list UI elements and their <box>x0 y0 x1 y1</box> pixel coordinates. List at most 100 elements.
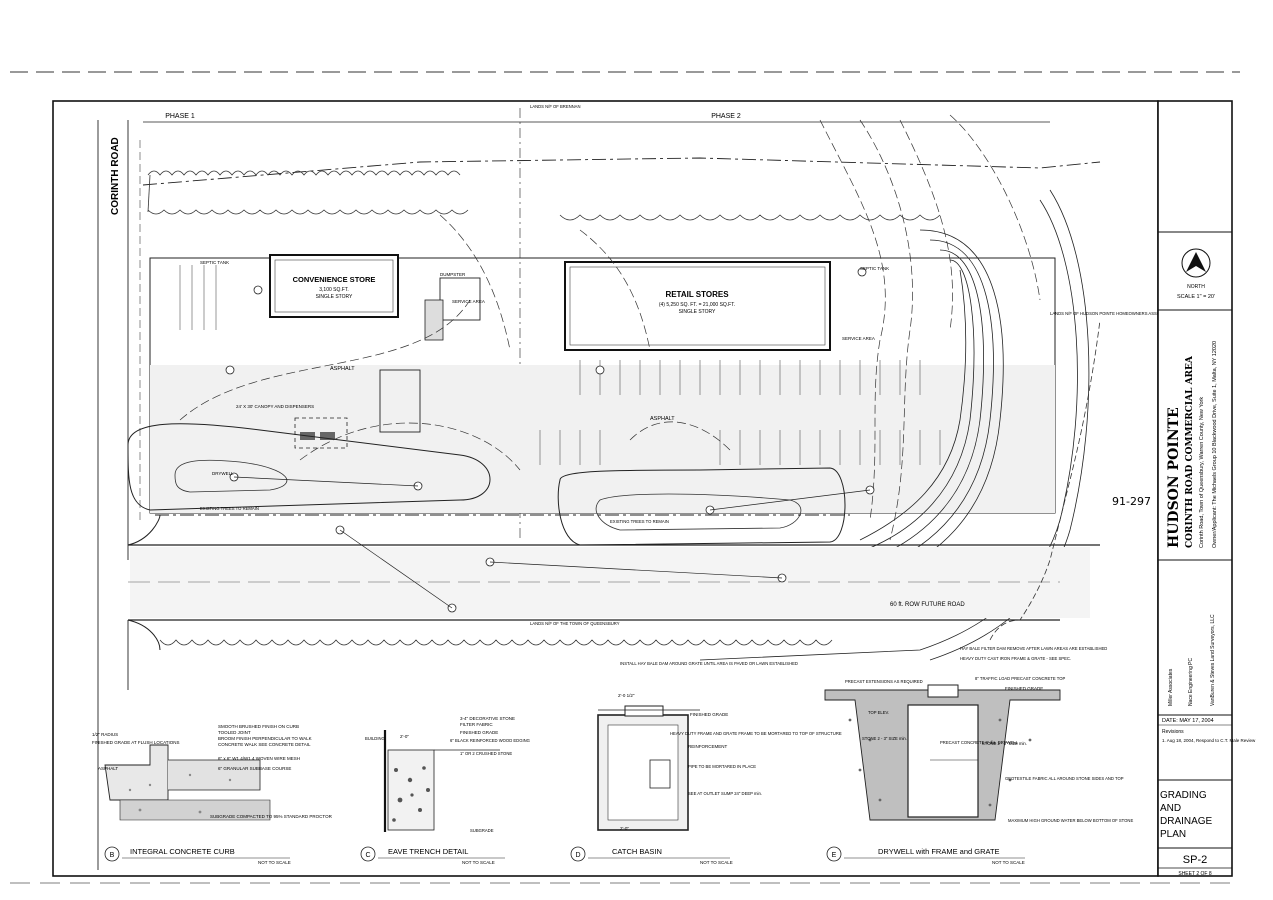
canopy-label: 24' X 30' CANOPY AND DISPENSERS <box>236 404 314 409</box>
svg-text:NOT TO SCALE: NOT TO SCALE <box>992 860 1025 865</box>
consultant-1: Miller Associates <box>1168 668 1174 706</box>
asphalt-label-2: ASPHALT <box>650 416 675 422</box>
septic-tank-label: SEPTIC TANK <box>860 266 889 271</box>
future-road-label: 60 ft. ROW FUTURE ROAD <box>890 602 965 608</box>
retail-stores-area: (4) 5,250 SQ. FT. = 21,000 SQ.FT. <box>659 302 735 308</box>
dumpster-label: DUMPSTER <box>440 272 466 277</box>
revision-1: 1. Aug 18, 2004, Respond to C.T. Male Re… <box>1162 738 1256 743</box>
svg-text:NOT TO SCALE: NOT TO SCALE <box>462 860 495 865</box>
retail-stores-label: RETAIL STORES <box>665 290 729 299</box>
svg-text:CONCRETE WALK SEE CONCRETE DET: CONCRETE WALK SEE CONCRETE DETAIL <box>218 742 311 747</box>
phase-1-label: PHASE 1 <box>165 113 195 120</box>
project-location: Corinth Road, Town of Queensbury, Warren… <box>1199 397 1205 548</box>
sheet-title-line-4: PLAN <box>1160 829 1186 840</box>
drywell-label: DRYWELL <box>212 471 234 476</box>
title-block: NORTH SCALE 1" = 20' HUDSON POINTE CORIN… <box>1157 100 1256 877</box>
septic-tank-label-2: SEPTIC TANK <box>200 260 229 265</box>
consultant-3: VanBuren & Steves Land Surveyors, LLC <box>1210 614 1216 706</box>
svg-text:1/2" RADIUS: 1/2" RADIUS <box>92 732 118 737</box>
svg-text:HEAVY DUTY FRAME AND GRATE FRA: HEAVY DUTY FRAME AND GRATE FRAME TO BE M… <box>670 731 842 736</box>
svg-text:8" TRAFFIC LOAD PRECAST CONCRE: 8" TRAFFIC LOAD PRECAST CONCRETE TOP <box>975 676 1066 681</box>
project-subtitle: CORINTH ROAD COMMERCIAL AREA <box>1185 355 1195 548</box>
svg-text:NOT TO SCALE: NOT TO SCALE <box>700 860 733 865</box>
handwritten-note: 91-297 <box>1112 495 1151 508</box>
detail-c-eave-trench: BUILDING 2'-0" SUBGRADE 3-4" DECORATIVE … <box>360 716 530 865</box>
detail-c-title: EAVE TRENCH DETAIL <box>388 847 468 856</box>
svg-text:BUILDING: BUILDING <box>365 736 385 741</box>
sheet-number: SP-2 <box>1183 854 1207 866</box>
svg-text:HEAVY DUTY CAST IRON FRAME & G: HEAVY DUTY CAST IRON FRAME & GRATE - SEE… <box>960 656 1071 661</box>
svg-text:HAY BALE FILTER DAM REMOVE AFT: HAY BALE FILTER DAM REMOVE AFTER LAWN AR… <box>960 646 1107 651</box>
svg-text:GEOTEXTILE FABRIC ALL AROUND S: GEOTEXTILE FABRIC ALL AROUND STONE SIDES… <box>1005 776 1124 781</box>
svg-text:2'-0": 2'-0" <box>620 826 629 831</box>
detail-d-title: CATCH BASIN <box>612 847 662 856</box>
svg-text:STONE 2 - 3" SIZE min.: STONE 2 - 3" SIZE min. <box>982 741 1027 746</box>
svg-text:B: B <box>110 852 115 859</box>
svg-text:ASPHALT: ASPHALT <box>98 766 118 771</box>
convenience-store-footprint <box>269 254 399 318</box>
svg-text:PRECAST EXTENSIONS AS REQUIRED: PRECAST EXTENSIONS AS REQUIRED <box>845 679 923 684</box>
svg-text:SUBGRADE COMPACTED TO 95% STAN: SUBGRADE COMPACTED TO 95% STANDARD PROCT… <box>210 814 333 819</box>
svg-text:INSTALL HAY BALE DAM AROUND GR: INSTALL HAY BALE DAM AROUND GRATE UNTIL … <box>620 661 798 666</box>
sheet-of: SHEET 2 OF 8 <box>1178 871 1211 877</box>
svg-text:C: C <box>365 852 370 859</box>
svg-text:SMOOTH BRUSHED FINISH ON CURB: SMOOTH BRUSHED FINISH ON CURB <box>218 724 299 729</box>
svg-text:FINISHED GRADE AT FLUSH LOCATI: FINISHED GRADE AT FLUSH LOCATIONS <box>92 740 180 745</box>
svg-text:REINFORCEMENT: REINFORCEMENT <box>688 744 728 749</box>
svg-text:NOT TO SCALE: NOT TO SCALE <box>258 860 291 865</box>
detail-e-drywell: HAY BALE FILTER DAM REMOVE AFTER LAWN AR… <box>824 646 1133 865</box>
svg-text:STONE 2 - 3" SIZE min.: STONE 2 - 3" SIZE min. <box>862 736 907 741</box>
date-label: DATE: MAY 17, 2004 <box>1162 718 1214 724</box>
detail-e-title: DRYWELL with FRAME and GRATE <box>878 847 1000 856</box>
svg-text:PRECAST CONCRETE 8' dia. DRYWE: PRECAST CONCRETE 8' dia. DRYWELL <box>940 740 1019 745</box>
north-label: NORTH <box>1187 284 1205 290</box>
svg-text:FILTER FABRIC: FILTER FABRIC <box>460 722 493 727</box>
service-area-label: SERVICE AREA <box>452 299 485 304</box>
svg-text:BROOM FINISH PERPENDICULAR TO: BROOM FINISH PERPENDICULAR TO WALK <box>218 736 312 741</box>
svg-text:E: E <box>832 852 837 859</box>
retail-stores-footprint <box>564 261 831 351</box>
existing-trees-label-2: EXISTING TREES TO REMAIN <box>610 519 669 524</box>
svg-text:TOOLED JOINT: TOOLED JOINT <box>218 730 251 735</box>
svg-text:2'-0": 2'-0" <box>400 734 409 739</box>
svg-text:6" GRANULAR SUBBASE COURSE: 6" GRANULAR SUBBASE COURSE <box>218 766 291 771</box>
service-area-label-2: SERVICE AREA <box>842 336 875 341</box>
asphalt-label: ASPHALT <box>330 366 355 372</box>
svg-text:D: D <box>575 852 580 859</box>
revisions-heading: Revisions <box>1162 729 1184 735</box>
sheet-title-line-3: DRAINAGE <box>1160 816 1213 827</box>
svg-text:PIPE TO BE MORTARED IN PLACE: PIPE TO BE MORTARED IN PLACE <box>688 764 756 769</box>
svg-text:SUBGRADE: SUBGRADE <box>470 828 494 833</box>
lands-hudson-label: LANDS N/F OF HUDSON POINTE HOMEOWNERS AS… <box>1050 311 1164 316</box>
consultant-2: Nace Engineering PC <box>1188 658 1194 706</box>
detail-b-integral-concrete-curb: SMOOTH BRUSHED FINISH ON CURB TOOLED JOI… <box>92 724 333 865</box>
convenience-store-label: CONVENIENCE STORE <box>293 275 376 284</box>
existing-trees-label: EXISTING TREES TO REMAIN <box>200 506 259 511</box>
corinth-road-label: CORINTH ROAD <box>110 137 121 215</box>
phase-2-label: PHASE 2 <box>711 113 741 120</box>
svg-text:SEE AT OUTLET SUMP 24" DEEP mi: SEE AT OUTLET SUMP 24" DEEP min. <box>688 791 762 796</box>
lands-brennan-label: LANDS N/F OF BRENNAN <box>530 104 581 109</box>
scale-label: SCALE 1" = 20' <box>1177 294 1215 300</box>
project-owner: Owner/Applicant: The Michaels Group 10 B… <box>1212 341 1218 548</box>
project-name: HUDSON POINTE <box>1166 407 1182 548</box>
svg-text:3-4" DECORATIVE STONE: 3-4" DECORATIVE STONE <box>460 716 515 721</box>
svg-text:TOP ELEV.: TOP ELEV. <box>868 710 889 715</box>
svg-text:FINISHED GRADE: FINISHED GRADE <box>690 712 728 717</box>
svg-text:1" OR 2 CRUSHED STONE: 1" OR 2 CRUSHED STONE <box>460 751 512 756</box>
sheet-title-line-2: AND <box>1160 803 1181 814</box>
site-plan: PHASE 1 PHASE 2 CONVENIENCE STORE 3,100 … <box>97 104 1164 870</box>
svg-text:MAXIMUM HIGH GROUND WATER BELO: MAXIMUM HIGH GROUND WATER BELOW BOTTOM O… <box>1008 818 1133 823</box>
sheet-title-line-1: GRADING <box>1160 790 1207 801</box>
convenience-store-area: 3,100 SQ.FT. <box>319 287 348 293</box>
svg-text:FINISHED GRADE: FINISHED GRADE <box>460 730 498 735</box>
svg-text:6" BLACK REINFORCED WOOD EDGIN: 6" BLACK REINFORCED WOOD EDGING <box>450 738 530 743</box>
detail-b-title: INTEGRAL CONCRETE CURB <box>130 847 235 856</box>
svg-text:6" x 6" W1.4/W1.4 WOVEN WIRE M: 6" x 6" W1.4/W1.4 WOVEN WIRE MESH <box>218 756 300 761</box>
detail-d-catch-basin: 2'-0 1/2" 2'-0" INSTALL HAY BALE DAM ARO… <box>570 661 842 865</box>
svg-text:2'-0 1/2": 2'-0 1/2" <box>618 693 635 698</box>
retail-stores-stories: SINGLE STORY <box>679 309 716 315</box>
convenience-store-stories: SINGLE STORY <box>316 294 353 300</box>
lands-town-label: LANDS N/F OF THE TOWN OF QUEENSBURY <box>530 621 620 626</box>
